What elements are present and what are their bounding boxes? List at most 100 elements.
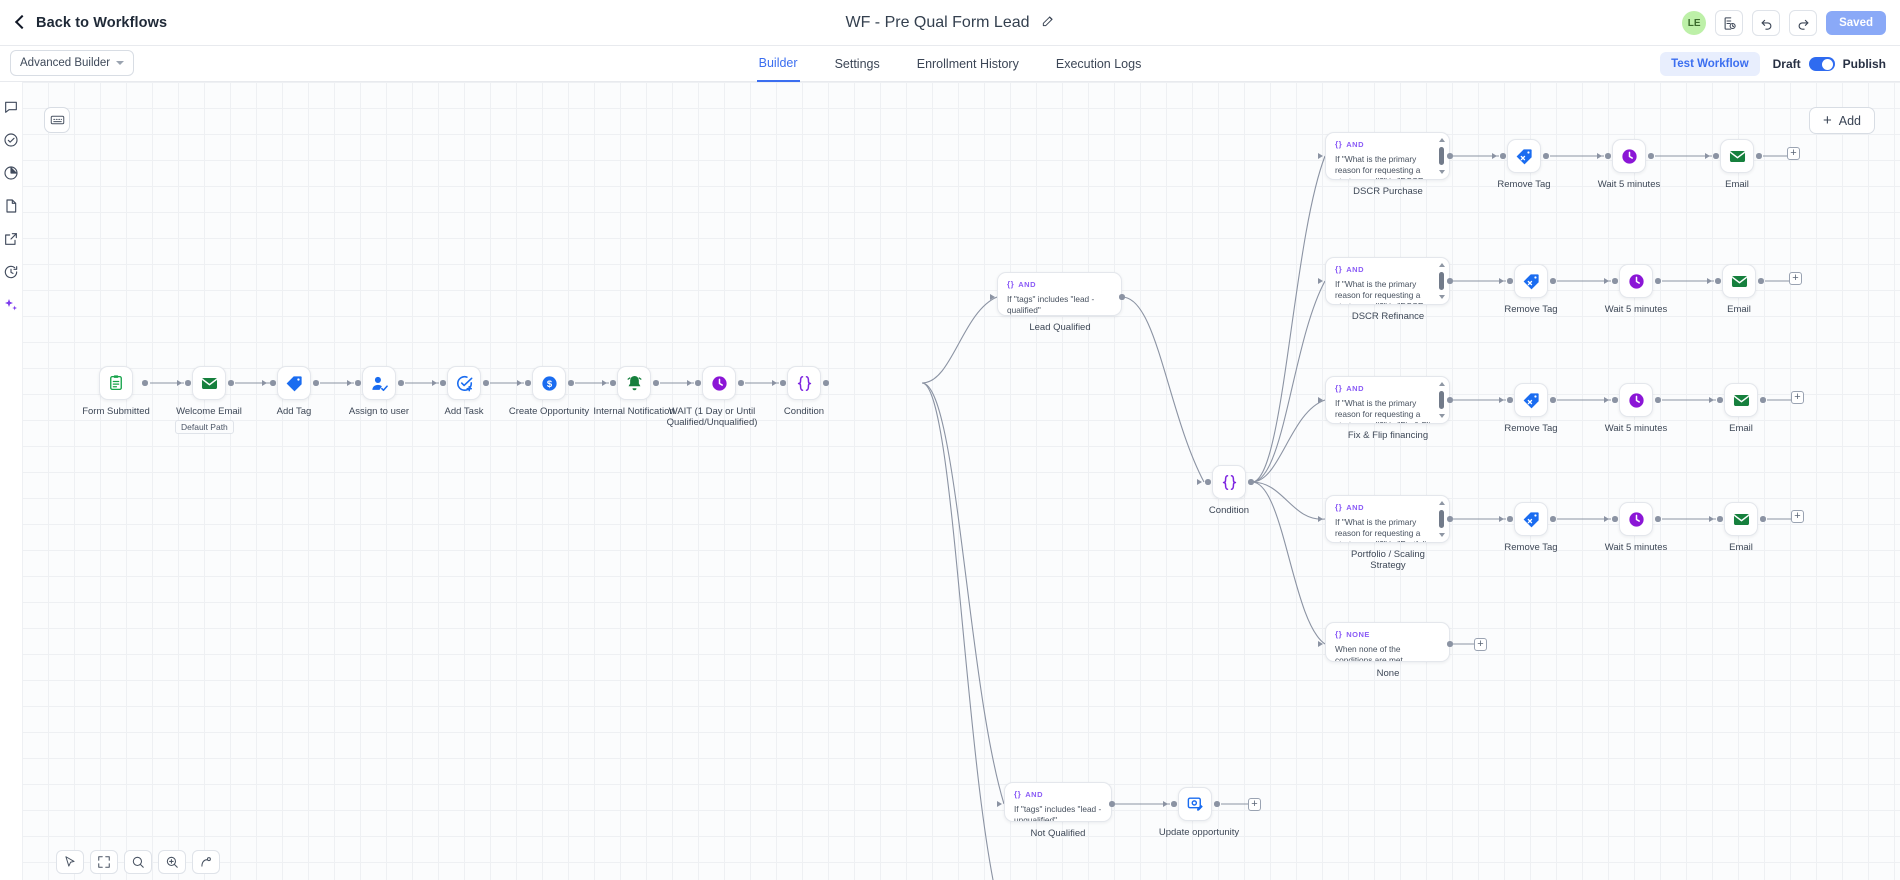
chat-bubble-icon[interactable] bbox=[3, 99, 19, 115]
sparkle-ai-icon[interactable] bbox=[3, 297, 19, 313]
arrow-icon bbox=[1318, 396, 1323, 403]
node-wait-r3[interactable] bbox=[1619, 383, 1653, 417]
tab-builder[interactable]: Builder bbox=[756, 46, 800, 82]
node-form-submitted[interactable] bbox=[99, 366, 133, 400]
publish-label: Publish bbox=[1842, 57, 1886, 71]
condition-card-portfolio-scaling[interactable]: {} AND If "What is the primary reason fo… bbox=[1325, 495, 1450, 543]
builder-mode-value: Advanced Builder bbox=[20, 57, 111, 69]
version-history-button[interactable] bbox=[1715, 10, 1744, 36]
header-actions: LE Saved bbox=[1682, 0, 1886, 46]
braces-icon: {} bbox=[1335, 503, 1343, 512]
page-title: WF - Pre Qual Form Lead bbox=[845, 14, 1030, 31]
condition-card-scrollbar[interactable] bbox=[1437, 382, 1446, 418]
add-step-plus-r4[interactable]: + bbox=[1791, 510, 1804, 523]
port-in bbox=[1612, 516, 1618, 522]
check-circle-icon[interactable] bbox=[3, 132, 19, 148]
add-step-plus-r3[interactable]: + bbox=[1791, 391, 1804, 404]
add-step-plus-not-qualified[interactable]: + bbox=[1248, 798, 1261, 811]
node-remove-tag-r3[interactable] bbox=[1514, 383, 1548, 417]
node-email-r1[interactable] bbox=[1720, 139, 1754, 173]
node-remove-tag-r4[interactable] bbox=[1514, 502, 1548, 536]
scrollbar-thumb[interactable] bbox=[1438, 391, 1445, 409]
tab-enrollment-history[interactable]: Enrollment History bbox=[916, 57, 1019, 71]
node-email-r3[interactable] bbox=[1724, 383, 1758, 417]
node-condition-2[interactable] bbox=[1212, 465, 1246, 499]
node-email-r4[interactable] bbox=[1724, 502, 1758, 536]
external-link-icon[interactable] bbox=[3, 231, 19, 247]
clock-history-icon[interactable] bbox=[3, 264, 19, 280]
condition-badge: {} NONE bbox=[1335, 630, 1440, 639]
condition-card-scrollbar[interactable] bbox=[1437, 138, 1446, 174]
undo-curve-button[interactable] bbox=[192, 850, 220, 874]
zoom-out-button[interactable] bbox=[124, 850, 152, 874]
document-icon[interactable] bbox=[3, 198, 19, 214]
braces-icon: {} bbox=[1335, 630, 1343, 639]
arrow-icon bbox=[1499, 277, 1504, 284]
arrow-icon bbox=[1163, 800, 1168, 807]
add-step-plus-inner-none[interactable]: + bbox=[1474, 638, 1487, 651]
scrollbar-thumb[interactable] bbox=[1438, 147, 1445, 165]
minimap-toggle-button[interactable] bbox=[44, 107, 70, 133]
pencil-icon[interactable] bbox=[1041, 14, 1055, 33]
undo-button[interactable] bbox=[1752, 10, 1781, 36]
node-remove-tag-r2[interactable] bbox=[1514, 264, 1548, 298]
fit-to-screen-button[interactable] bbox=[90, 850, 118, 874]
condition-card-dscr-refinance[interactable]: {} AND If "What is the primary reason fo… bbox=[1325, 257, 1450, 305]
port-in bbox=[1717, 397, 1723, 403]
arrow-icon bbox=[177, 379, 182, 386]
tab-execution-logs[interactable]: Execution Logs bbox=[1055, 57, 1142, 71]
node-add-task[interactable] bbox=[447, 366, 481, 400]
test-workflow-button[interactable]: Test Workflow bbox=[1660, 52, 1760, 76]
add-step-plus-r2[interactable]: + bbox=[1789, 272, 1802, 285]
scrollbar-thumb[interactable] bbox=[1438, 510, 1445, 528]
condition-badge: {} AND bbox=[1335, 140, 1440, 149]
port-in bbox=[695, 380, 701, 386]
node-add-tag[interactable] bbox=[277, 366, 311, 400]
scrollbar-thumb[interactable] bbox=[1438, 272, 1445, 290]
node-wait[interactable] bbox=[702, 366, 736, 400]
node-assign-to-user[interactable] bbox=[362, 366, 396, 400]
arrow-icon bbox=[1709, 396, 1714, 403]
node-welcome-email[interactable] bbox=[192, 366, 226, 400]
condition-text: If "What is the primary reason for reque… bbox=[1335, 279, 1424, 304]
condition-card-lead-qualified[interactable]: {} AND If "tags" includes "lead - qualif… bbox=[997, 272, 1122, 316]
cursor-pointer-button[interactable] bbox=[56, 850, 84, 874]
condition-badge-label: AND bbox=[1025, 790, 1043, 799]
builder-mode-select[interactable]: Advanced Builder bbox=[10, 50, 134, 76]
node-update-opportunity[interactable] bbox=[1178, 787, 1212, 821]
port-out bbox=[1109, 801, 1115, 807]
node-wait-r2[interactable] bbox=[1619, 264, 1653, 298]
condition-badge-label: AND bbox=[1346, 384, 1364, 393]
redo-button[interactable] bbox=[1789, 10, 1818, 36]
condition-card-dscr-purchase[interactable]: {} AND If "What is the primary reason fo… bbox=[1325, 132, 1450, 180]
port-in bbox=[610, 380, 616, 386]
node-remove-tag-r1[interactable] bbox=[1507, 139, 1541, 173]
condition-card-fix-flip[interactable]: {} AND If "What is the primary reason fo… bbox=[1325, 376, 1450, 424]
condition-card-not-qualified[interactable]: {} AND If "tags" includes "lead - unqual… bbox=[1004, 782, 1112, 822]
workflow-canvas[interactable]: + Add Form Submitted Welcome Email Defau… bbox=[22, 82, 1900, 880]
publish-toggle[interactable] bbox=[1808, 57, 1835, 71]
zoom-in-button[interactable] bbox=[158, 850, 186, 874]
port-out bbox=[568, 380, 574, 386]
add-step-button[interactable]: + Add bbox=[1808, 107, 1875, 134]
pie-chart-icon[interactable] bbox=[3, 165, 19, 181]
node-condition-1[interactable] bbox=[787, 366, 821, 400]
port-out bbox=[1655, 278, 1661, 284]
avatar[interactable]: LE bbox=[1682, 11, 1707, 35]
port-in bbox=[1605, 153, 1611, 159]
condition-card-scrollbar[interactable] bbox=[1437, 263, 1446, 299]
condition-card-scrollbar[interactable] bbox=[1437, 501, 1446, 537]
port-out bbox=[653, 380, 659, 386]
node-email-r2[interactable] bbox=[1722, 264, 1756, 298]
arrow-icon bbox=[262, 379, 267, 386]
tab-settings[interactable]: Settings bbox=[834, 57, 880, 71]
node-wait-r4[interactable] bbox=[1619, 502, 1653, 536]
port-out bbox=[1758, 278, 1764, 284]
node-internal-notification[interactable] bbox=[617, 366, 651, 400]
saved-button[interactable]: Saved bbox=[1826, 11, 1886, 35]
back-to-workflows-button[interactable]: Back to Workflows bbox=[14, 15, 167, 31]
condition-card-inner-none[interactable]: {} NONE When none of the conditions are … bbox=[1325, 622, 1450, 662]
add-step-plus-r1[interactable]: + bbox=[1787, 147, 1800, 160]
node-create-opportunity[interactable]: $ bbox=[532, 366, 566, 400]
node-wait-r1[interactable] bbox=[1612, 139, 1646, 173]
